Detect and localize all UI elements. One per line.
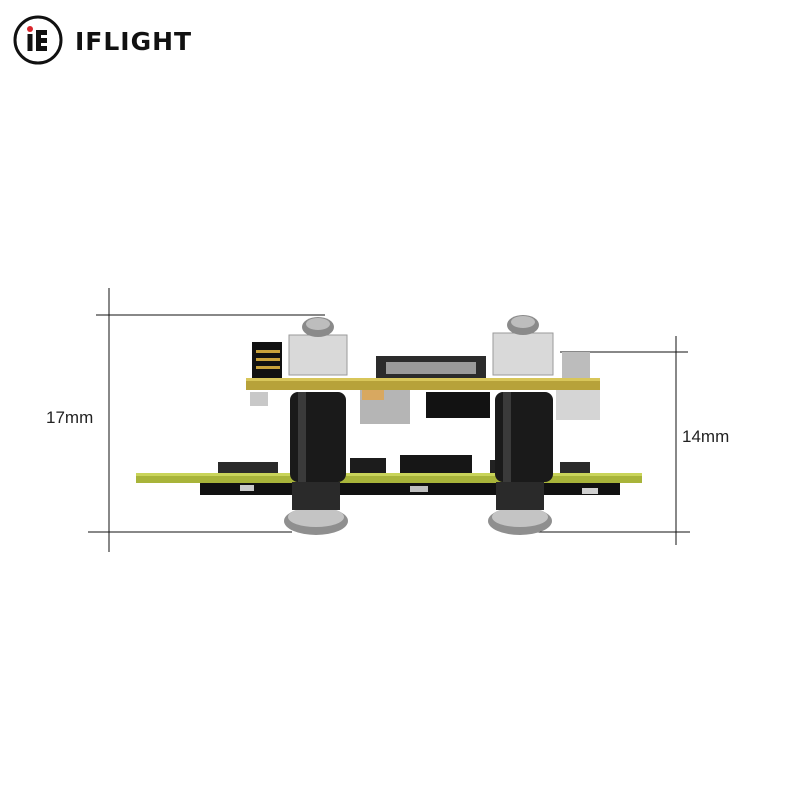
iflight-logo-icon: [13, 15, 63, 65]
right-standoff: [488, 315, 554, 535]
dimension-label-total-height: 17mm: [46, 408, 94, 427]
dimension-line-14mm: [535, 336, 690, 545]
top-pcb: [246, 342, 600, 424]
dimension-label-stack-height: 14mm: [682, 427, 730, 446]
dimension-line-17mm: [88, 288, 325, 552]
left-standoff: [284, 317, 348, 535]
brand-logo: IFLIGHT: [13, 14, 273, 66]
brand-name: IFLIGHT: [75, 27, 193, 56]
bottom-pcb: [136, 455, 642, 495]
